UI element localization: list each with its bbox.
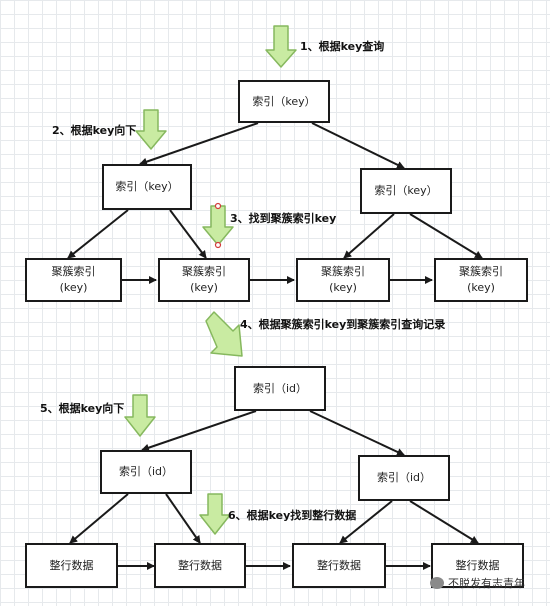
edge-top-left-leaf2 xyxy=(169,209,207,259)
top-leaf-2: 聚簇索引 (key) xyxy=(158,258,250,302)
edge-top-root-right xyxy=(311,122,405,169)
step3-annotation: 3、找到聚簇索引key xyxy=(230,212,337,225)
bottom-right-node: 索引（id） xyxy=(358,455,450,501)
edge-bot-left-leaf1 xyxy=(69,493,129,544)
step2-arrow-icon xyxy=(135,109,167,150)
top-leaf-3-line2: (key) xyxy=(329,281,357,294)
bottom-leaf-2: 整行数据 xyxy=(154,543,246,588)
bottom-leaf-1: 整行数据 xyxy=(25,543,118,588)
watermark-text: 不脱发有志青年 xyxy=(448,577,525,590)
top-leaf-4-line2: (key) xyxy=(467,281,495,294)
top-leaf-2-line2: (key) xyxy=(190,281,218,294)
top-leaf-1-line1: 聚簇索引 xyxy=(51,265,96,278)
top-left-node: 索引（key） xyxy=(102,164,192,210)
edge-bot-left-leaf2 xyxy=(165,493,201,544)
top-leaf-4: 聚簇索引 (key) xyxy=(434,258,528,302)
edge-top-right-leaf3 xyxy=(343,213,395,259)
step3-dot-icon xyxy=(214,202,222,210)
step5-arrow-icon xyxy=(124,394,156,437)
bottom-leaf-1-label: 整行数据 xyxy=(49,558,94,572)
top-right-label: 索引（key） xyxy=(374,184,438,197)
top-root-label: 索引（key） xyxy=(252,94,316,108)
bottom-leaf-4: 整行数据 xyxy=(431,543,524,588)
edge-top-root-left xyxy=(139,122,259,166)
bottom-right-label: 索引（id） xyxy=(376,471,432,484)
bottom-leaf-4-label: 整行数据 xyxy=(455,558,500,572)
step2-annotation: 2、根据key向下 xyxy=(52,124,137,137)
edge-bot-right-leaf4 xyxy=(409,500,479,544)
step3-arrow-icon xyxy=(202,205,234,246)
top-root-node: 索引（key） xyxy=(238,80,330,123)
step1-annotation: 1、根据key查询 xyxy=(300,40,385,53)
bottom-leaf-3: 整行数据 xyxy=(292,543,386,588)
step5-annotation: 5、根据key向下 xyxy=(40,402,125,415)
top-leaf-3-line1: 聚簇索引 xyxy=(321,265,365,278)
edge-top-left-leaf1 xyxy=(67,209,129,259)
step3-dot2-icon xyxy=(214,241,222,249)
step4-arrow-icon xyxy=(205,311,243,357)
step1-arrow-icon xyxy=(265,25,297,68)
top-leaf-2-line1: 聚簇索引 xyxy=(182,265,226,278)
bottom-leaf-3-label: 整行数据 xyxy=(317,558,361,572)
bottom-left-label: 索引（id） xyxy=(118,465,174,478)
bottom-root-label: 索引（id） xyxy=(252,381,308,395)
top-left-label: 索引（key） xyxy=(115,180,179,193)
watermark: 不脱发有志青年 xyxy=(430,575,525,591)
top-right-node: 索引（key） xyxy=(360,168,452,214)
edge-bot-root-left xyxy=(141,410,257,452)
top-leaf-3: 聚簇索引 (key) xyxy=(296,258,390,302)
edge-bot-right-leaf3 xyxy=(339,500,393,544)
top-leaf-1-line2: (key) xyxy=(59,281,88,294)
bottom-root-node: 索引（id） xyxy=(234,366,326,411)
bottom-left-node: 索引（id） xyxy=(100,450,192,494)
bottom-leaf-2-label: 整行数据 xyxy=(178,558,222,572)
wechat-icon xyxy=(430,577,444,589)
top-leaf-4-line1: 聚簇索引 xyxy=(459,265,503,278)
step6-arrow-icon xyxy=(199,493,231,535)
edge-bot-root-right xyxy=(309,410,405,456)
step4-annotation: 4、根据聚簇索引key到聚簇索引查询记录 xyxy=(240,318,446,331)
top-leaf-1: 聚簇索引 (key) xyxy=(25,258,122,302)
edge-top-right-leaf4 xyxy=(409,213,483,259)
step6-annotation: 6、根据key找到整行数据 xyxy=(228,509,357,522)
